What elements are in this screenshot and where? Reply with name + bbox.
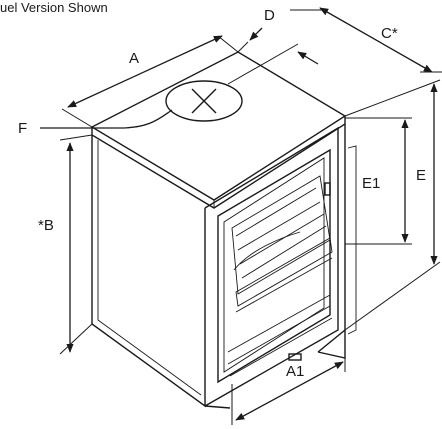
version-caption: uel Version Shown — [0, 0, 108, 15]
stove-door-opening — [217, 148, 331, 384]
dimension-a: A — [61, 35, 239, 128]
dimension-e1: E1 — [345, 117, 412, 245]
stove-top-rim — [91, 116, 346, 209]
fuel-bed — [231, 175, 333, 313]
label-f: F — [18, 120, 27, 137]
label-c: C* — [381, 25, 398, 42]
stove-front-frame — [204, 126, 339, 407]
dimension-c: C* — [290, 7, 442, 73]
label-d: D — [264, 7, 275, 24]
dimension-b: *B — [38, 134, 93, 355]
label-a1: A1 — [286, 363, 304, 380]
flue-offset-marker — [227, 43, 319, 85]
dimension-a1: A1 — [231, 314, 346, 425]
label-a: A — [129, 50, 139, 67]
dimension-e: E — [344, 79, 441, 331]
ash-pan-handle — [288, 353, 302, 361]
label-e: E — [416, 167, 426, 184]
dimension-f: F — [18, 109, 173, 137]
stove-feet — [204, 330, 346, 409]
label-b: *B — [38, 217, 54, 234]
label-e1: E1 — [362, 175, 380, 192]
door-handle — [324, 182, 331, 196]
right-panel — [347, 145, 357, 335]
stove-body — [90, 51, 357, 409]
stove-top-surface — [90, 51, 347, 201]
stove-left-side — [91, 135, 206, 408]
flue-outlet — [165, 80, 243, 122]
dimension-d: D — [237, 7, 275, 53]
